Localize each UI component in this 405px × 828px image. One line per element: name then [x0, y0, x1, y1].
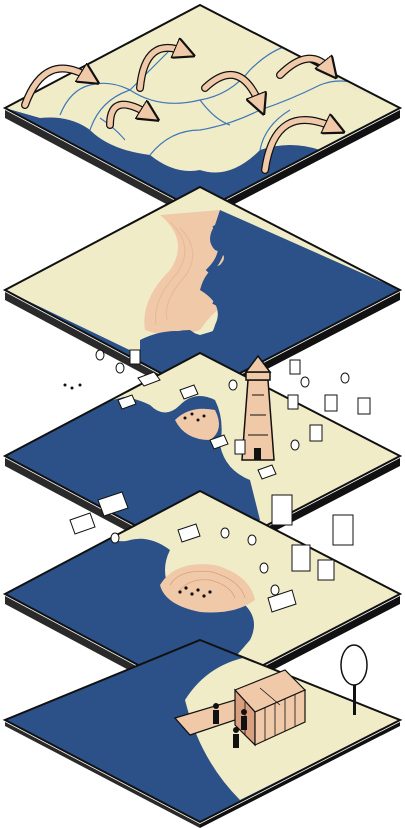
lighthouse-icon [242, 356, 274, 460]
layer-pavilion-detail [5, 640, 400, 828]
